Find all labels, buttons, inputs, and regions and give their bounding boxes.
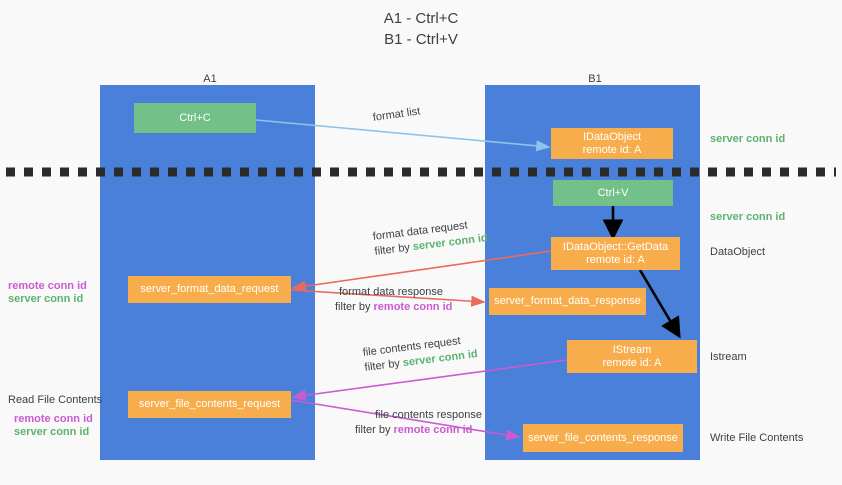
- node-idataobject-label: IDataObject remote id: A: [582, 130, 642, 156]
- node-server-format-data-request-label: server_format_data_request: [140, 283, 279, 295]
- column-header-a1-name: A1: [203, 73, 217, 85]
- node-ctrl-c[interactable]: Ctrl+C: [134, 103, 256, 133]
- node-server-file-contents-response[interactable]: server_file_contents_response: [523, 424, 683, 452]
- right-label-dataobject: DataObject: [710, 246, 766, 258]
- node-istream[interactable]: IStream remote id: A: [567, 340, 697, 373]
- left-label-remote-conn-id-lower: remote conn id: [14, 413, 93, 425]
- flow-label-format-data-response-filter-key: remote conn id: [373, 301, 453, 313]
- column-header-b1-name: B1: [588, 73, 602, 85]
- node-idataobject-getdata-label: IDataObject::GetData remote id: A: [562, 240, 669, 266]
- flow-label-format-list-text: format list: [372, 105, 422, 124]
- flow-label-file-contents-request: file contents request filter by server c…: [362, 332, 479, 376]
- flow-label-file-contents-request-filter-prefix: filter by: [363, 357, 404, 374]
- node-server-format-data-request[interactable]: server_format_data_request: [128, 276, 291, 303]
- node-idataobject[interactable]: IDataObject remote id: A: [551, 128, 673, 159]
- node-istream-label: IStream remote id: A: [602, 343, 662, 369]
- flow-label-format-list: format list: [372, 105, 421, 126]
- right-label-write-file-contents: Write File Contents: [710, 432, 804, 444]
- flow-label-format-data-request: format data request filter by server con…: [372, 216, 489, 260]
- flow-label-format-data-response-filter-prefix: filter by: [335, 301, 374, 313]
- flow-label-file-contents-response-filter-key: remote conn id: [393, 424, 473, 436]
- flow-label-format-data-response-text: format data response: [339, 286, 443, 298]
- node-ctrl-v-label: Ctrl+V: [597, 186, 629, 199]
- right-label-server-conn-id-top: server conn id: [710, 133, 786, 145]
- node-server-file-contents-response-label: server_file_contents_response: [528, 431, 678, 444]
- node-ctrl-c-label: Ctrl+C: [179, 111, 211, 124]
- left-label-read-file-contents: Read File Contents: [8, 394, 103, 406]
- flow-label-file-contents-response: file contents response filter by remote …: [355, 408, 483, 438]
- flow-label-file-contents-response-text: file contents response: [375, 409, 483, 421]
- node-idataobject-getdata[interactable]: IDataObject::GetData remote id: A: [551, 237, 680, 270]
- left-label-remote-conn-id-upper: remote conn id: [8, 280, 87, 292]
- node-ctrl-v[interactable]: Ctrl+V: [553, 180, 673, 206]
- flow-label-format-data-request-filter-prefix: filter by: [373, 241, 414, 258]
- page-title: A1 - Ctrl+C B1 - Ctrl+V: [383, 10, 459, 48]
- flow-label-format-data-response: format data response filter by remote co…: [335, 285, 453, 315]
- node-server-format-data-response-label: server_format_data_response: [494, 295, 641, 307]
- right-label-istream: Istream: [710, 351, 747, 363]
- flow-label-file-contents-response-filter-prefix: filter by: [355, 424, 394, 436]
- left-label-server-conn-id-lower: server conn id: [14, 426, 90, 438]
- node-server-file-contents-request-label: server_file_contents_request: [138, 398, 281, 410]
- node-server-format-data-response[interactable]: server_format_data_response: [489, 288, 646, 315]
- left-label-server-conn-id-upper: server conn id: [8, 293, 84, 305]
- right-label-server-conn-id-mid: server conn id: [710, 211, 786, 223]
- node-server-file-contents-request[interactable]: server_file_contents_request: [128, 391, 291, 418]
